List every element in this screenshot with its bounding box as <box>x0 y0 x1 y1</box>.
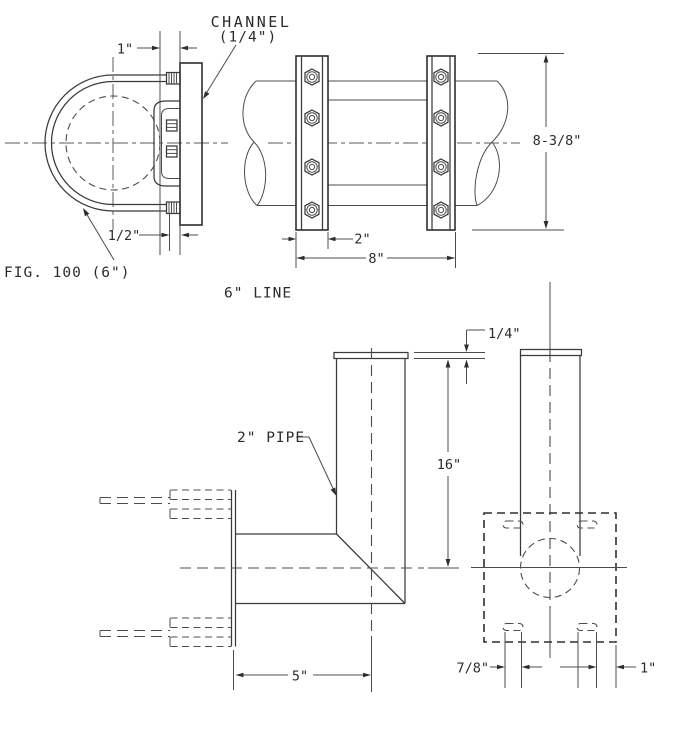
channel-leader <box>204 44 237 97</box>
channel-size-label: (1/4") <box>219 30 277 46</box>
clamp-front-view: CHANNEL (1/4") 1" 1/2" FIG. 100 (6") <box>4 13 292 281</box>
base-plate-hidden <box>483 512 617 643</box>
pipe-stand-base-view: 7/8" 1" <box>456 282 656 688</box>
slot-top-right <box>576 520 598 529</box>
fig-leader <box>85 212 115 261</box>
saddle-inner <box>161 108 180 179</box>
thread-bottom <box>165 201 181 215</box>
pipe-cap-right <box>519 348 583 357</box>
saddle-outer <box>153 100 180 187</box>
slot-bottom-right <box>576 622 598 632</box>
slot-bottom-left <box>502 622 524 632</box>
dim-8in: 8" <box>368 251 384 267</box>
line-label: 6" LINE <box>224 286 292 302</box>
channel-label: CHANNEL <box>211 13 292 31</box>
pipe-stand-front-view: 5" 16" 1/4" 2" PIPE <box>99 326 521 692</box>
thread-top <box>165 71 181 85</box>
dim-5in: 5" <box>292 669 308 685</box>
clamp-side-view: 8-3/8" 2" 8" 6" LINE <box>224 53 582 302</box>
dim-8-3-8: 8-3/8" <box>533 133 582 149</box>
dim-16in: 16" <box>437 457 461 473</box>
dim-half-in: 1/2" <box>108 228 141 244</box>
ubolt-outer-arc <box>44 74 114 212</box>
slot-top-left <box>502 520 524 529</box>
saddle-bolt-upper <box>165 119 178 132</box>
hidden-bolts-lower <box>99 617 231 648</box>
saddle-bolt-lower <box>165 145 178 158</box>
dim-2in: 2" <box>354 232 370 248</box>
pipe-break-right <box>491 80 509 143</box>
dim-1in: 1" <box>117 42 133 58</box>
channel-plate <box>179 62 203 226</box>
dim-7-8in: 7/8" <box>456 661 489 677</box>
dim-1in-edge: 1" <box>640 661 656 677</box>
dim-quarter-in: 1/4" <box>488 326 521 342</box>
pipe-label: 2" PIPE <box>237 430 305 446</box>
fig-label: FIG. 100 (6") <box>4 265 131 281</box>
pipe-break-left <box>242 80 257 143</box>
ubolt-inner-arc <box>50 80 114 206</box>
hex-nuts <box>304 68 449 219</box>
elbow-miter <box>336 533 406 604</box>
hidden-bolts-upper <box>99 489 231 520</box>
